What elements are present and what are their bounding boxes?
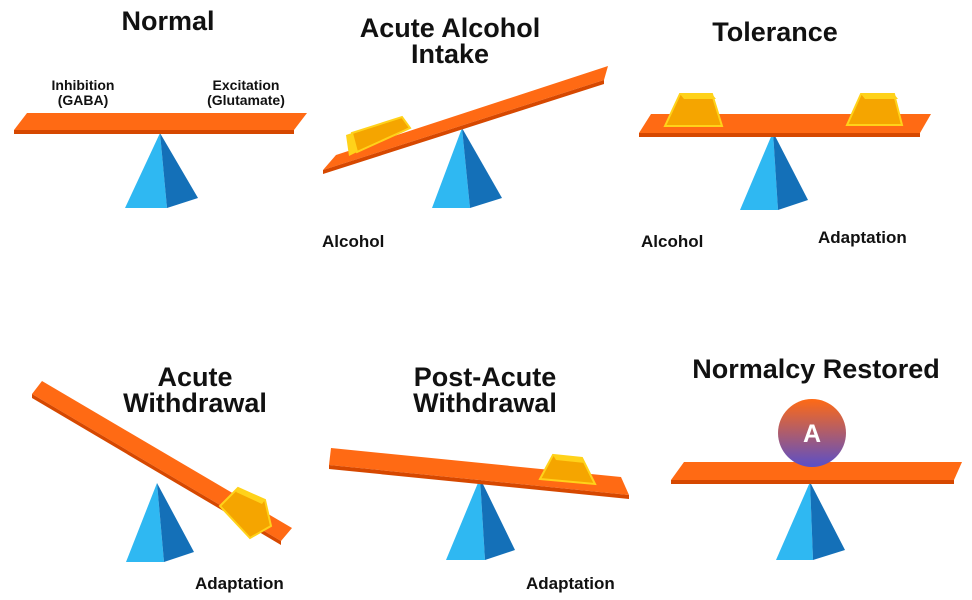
normal-panel xyxy=(14,113,307,208)
adaptation-weight xyxy=(218,486,273,540)
title-normalcy-restored: Normalcy Restored xyxy=(692,354,940,384)
seesaw-plank xyxy=(323,66,608,174)
alcohol-weight xyxy=(663,93,724,127)
fulcrum xyxy=(125,133,198,208)
seesaw-plank xyxy=(14,113,307,134)
fulcrum xyxy=(446,478,515,560)
ball-letter: A xyxy=(802,420,822,448)
acute-intake-panel xyxy=(323,66,608,208)
alcohol-weight xyxy=(346,115,412,156)
acute-withdrawal-panel xyxy=(32,381,292,562)
title-acute-withdrawal: Acute Withdrawal xyxy=(123,362,267,418)
title-post-acute-withdrawal: Post-Acute Withdrawal xyxy=(413,362,557,418)
post-acute-withdrawal-panel xyxy=(329,448,629,560)
label-excitation-glutamate: Excitation (Glutamate) xyxy=(207,77,285,108)
fulcrum xyxy=(776,482,845,560)
label-alcohol: Alcohol xyxy=(641,232,704,251)
fulcrum xyxy=(126,483,194,562)
seesaw-plank xyxy=(329,448,629,499)
label-adaptation: Adaptation xyxy=(195,574,284,593)
tolerance-panel xyxy=(639,93,931,210)
title-normal: Normal xyxy=(121,6,215,36)
title-acute-alcohol-intake: Acute Alcohol Intake xyxy=(359,13,541,69)
fulcrum xyxy=(740,132,808,210)
normalcy-restored-panel xyxy=(671,399,962,560)
label-adaptation: Adaptation xyxy=(526,574,615,593)
label-adaptation: Adaptation xyxy=(818,228,907,247)
fulcrum xyxy=(432,128,502,208)
seesaw-plank xyxy=(671,462,962,484)
label-alcohol: Alcohol xyxy=(322,232,385,251)
adaptation-weight xyxy=(538,453,597,486)
balanced-ball xyxy=(778,399,846,467)
adaptation-weight xyxy=(845,93,904,126)
label-inhibition-gaba: Inhibition (GABA) xyxy=(51,77,115,108)
title-tolerance: Tolerance xyxy=(712,17,838,47)
